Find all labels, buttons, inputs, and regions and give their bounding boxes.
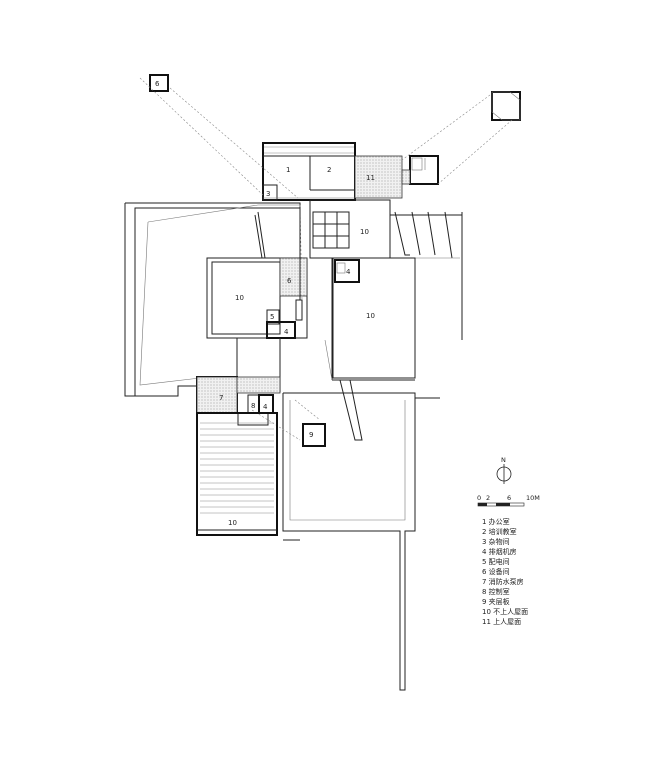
label-room-7: 7 <box>219 394 223 402</box>
legend-item: 9 夹层板 <box>482 597 510 606</box>
north-arrow: N <box>496 456 512 484</box>
label-room-9: 9 <box>309 431 313 439</box>
label-room-4-right: 4 <box>346 268 351 276</box>
label-room-1: 1 <box>286 166 290 174</box>
label-room-10-top: 10 <box>360 228 369 236</box>
legend-item: 3 杂物间 <box>482 537 510 546</box>
label-room-5: 5 <box>270 313 274 321</box>
label-room-6-box: 6 <box>155 80 160 88</box>
scale-tick-2: 2 <box>486 494 490 502</box>
legend-item: 11 上人屋面 <box>482 617 521 626</box>
right-block <box>324 257 416 441</box>
legend-item: 2 培训教室 <box>482 527 517 536</box>
label-room-10-left: 10 <box>235 294 244 302</box>
legend-item: 4 排烟机房 <box>482 547 517 556</box>
label-room-3: 3 <box>266 190 270 198</box>
connector <box>236 208 301 392</box>
legend-item: 8 控制室 <box>482 587 510 596</box>
top-right-tower <box>491 91 521 121</box>
label-room-10-right: 10 <box>366 312 375 320</box>
legend-item: 10 不上人屋面 <box>482 607 528 616</box>
scale-tick-0: 0 <box>477 494 481 502</box>
legend-item: 5 配电间 <box>482 557 510 566</box>
legend-item: 6 设备间 <box>482 567 510 576</box>
scale-tick-10m: 10M <box>526 494 540 502</box>
left-block <box>206 211 308 339</box>
top-left-box <box>149 74 169 92</box>
lower-building <box>196 376 326 447</box>
bottom-striped-roof <box>196 412 300 541</box>
label-room-11: 11 <box>366 174 375 182</box>
legend-item: 7 消防水泵房 <box>482 577 524 586</box>
label-room-2: 2 <box>327 166 331 174</box>
label-room-10-bottom: 10 <box>228 519 237 527</box>
top-right-box <box>401 155 439 185</box>
north-label: N <box>501 456 506 464</box>
legend-item: 1 办公室 <box>482 517 510 526</box>
label-room-6-main: 6 <box>287 277 292 285</box>
scale-tick-6: 6 <box>507 494 511 502</box>
label-room-4-lower: 4 <box>263 403 268 411</box>
label-room-8: 8 <box>251 402 255 410</box>
legend: 1 办公室 2 培训教室 3 杂物间 4 排烟机房 5 配电间 6 设备间 7 … <box>482 517 528 626</box>
top-building <box>262 142 403 201</box>
label-room-4-left: 4 <box>284 328 289 336</box>
scale-bar: 0 2 6 10M <box>477 494 540 507</box>
site-outline <box>124 202 440 691</box>
